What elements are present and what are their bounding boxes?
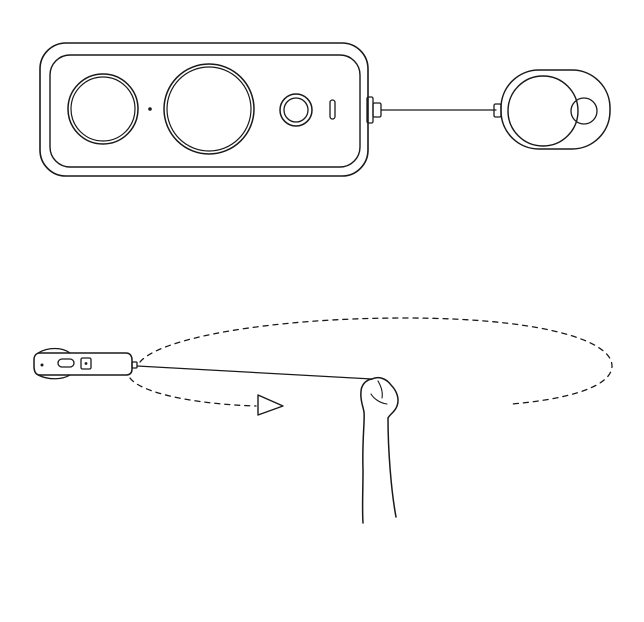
record-button bbox=[279, 93, 313, 127]
camera-side-view bbox=[33, 347, 138, 380]
tether-port bbox=[366, 96, 382, 124]
camera-body-inner bbox=[49, 54, 361, 168]
swing-cord bbox=[136, 365, 373, 380]
hand-and-arm bbox=[360, 376, 399, 524]
remote-controller bbox=[493, 69, 611, 150]
camera-body-outer bbox=[39, 42, 369, 177]
large-lens bbox=[163, 63, 255, 155]
small-lens bbox=[67, 73, 139, 145]
remote-button bbox=[570, 97, 598, 125]
indicator-slot bbox=[329, 99, 336, 120]
camera-front-view bbox=[39, 42, 382, 177]
direction-arrow bbox=[257, 394, 284, 416]
mic-hole bbox=[148, 107, 152, 111]
circular-swing-path bbox=[129, 317, 613, 407]
